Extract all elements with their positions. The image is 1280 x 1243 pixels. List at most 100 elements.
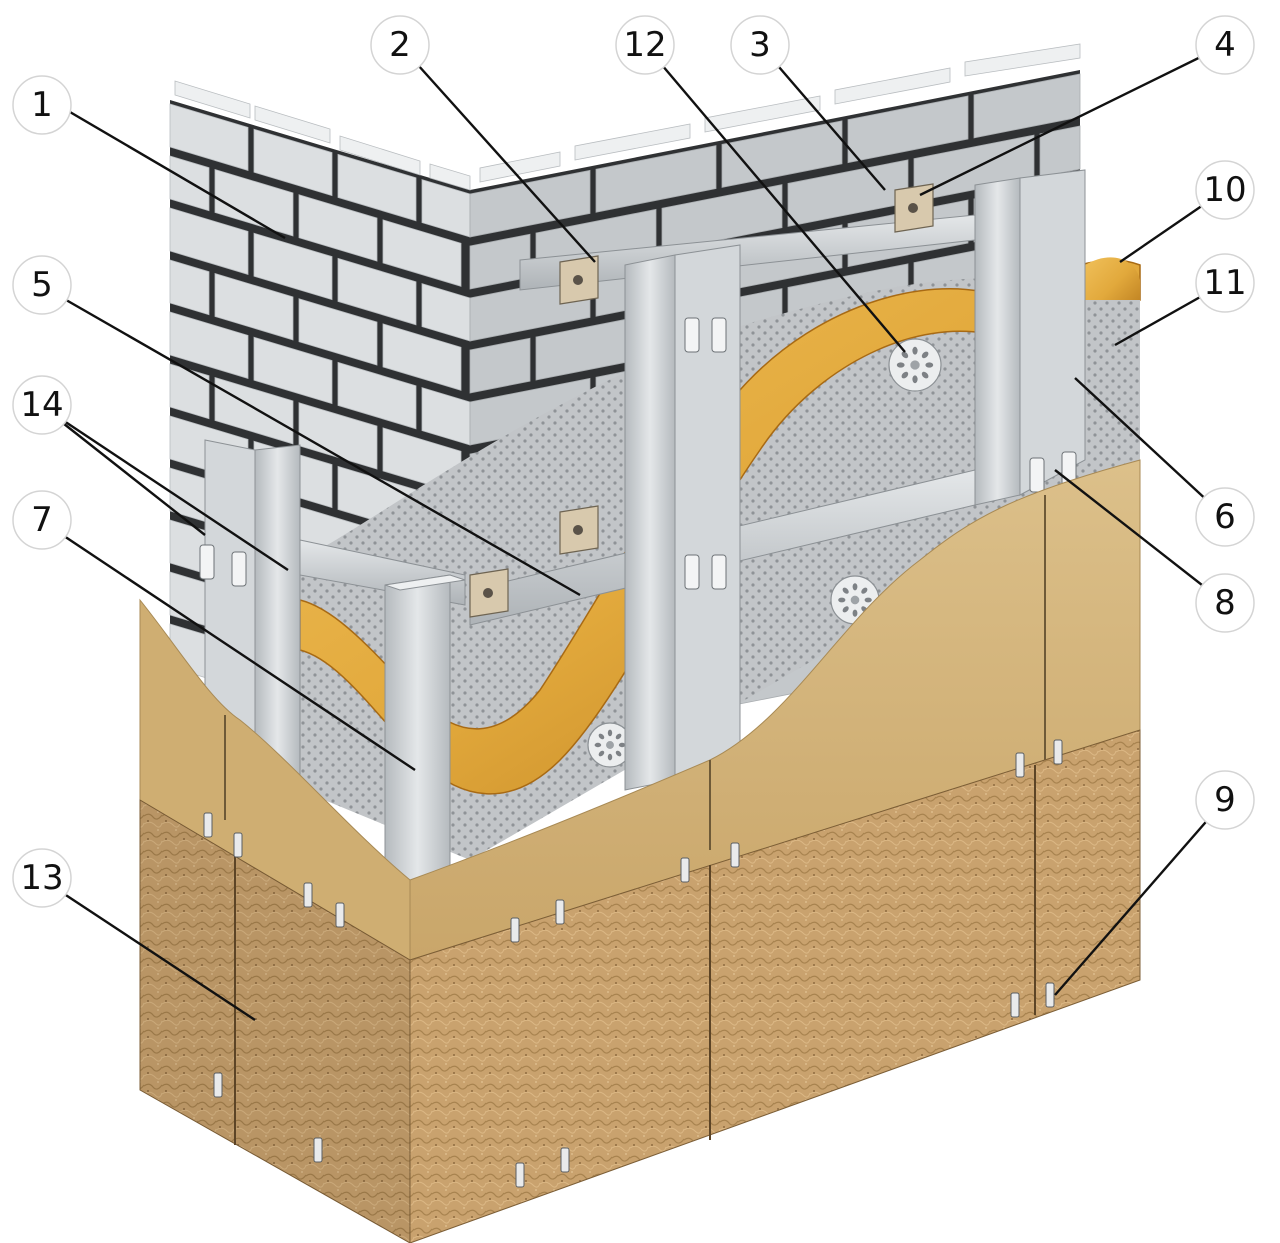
brick: [253, 232, 333, 301]
brick: [169, 207, 249, 275]
panel-clamp: [1015, 752, 1025, 778]
panel-clamp: [515, 1162, 525, 1188]
brick: [382, 219, 462, 287]
bracket-bolt: [908, 203, 918, 213]
brick-top: [704, 95, 821, 133]
callout-label: 6: [1214, 497, 1236, 537]
brick: [298, 402, 378, 470]
dowel-hole: [925, 362, 934, 368]
callout-label: 8: [1214, 583, 1236, 623]
leader-14a: [39, 404, 206, 536]
brick-top: [479, 151, 561, 183]
brick: [337, 153, 417, 222]
brick-top: [254, 105, 331, 144]
brick-top: [339, 135, 421, 176]
brick: [214, 376, 294, 445]
brick: [382, 323, 462, 391]
dowel-hole: [615, 750, 622, 757]
dowel-hole: [838, 597, 846, 603]
brick-top: [964, 43, 1081, 77]
callout-label: 5: [31, 265, 53, 305]
dowel-hole: [912, 375, 918, 384]
leader-lines: [39, 43, 1226, 1022]
dowel-hole: [618, 742, 626, 748]
dowels: [587, 338, 942, 768]
dowel-hole: [615, 733, 622, 740]
brick: [298, 298, 378, 366]
leader-8: [1054, 469, 1226, 604]
brick: [169, 259, 210, 316]
clip: [231, 551, 247, 587]
brick: [214, 272, 294, 341]
panel-clamp: [555, 899, 565, 925]
brick: [337, 361, 417, 430]
brick: [169, 311, 249, 379]
vertical-profile-right-flange: [1019, 169, 1086, 496]
clip: [711, 554, 727, 590]
dowel-hole: [861, 587, 868, 594]
panel-clamp: [680, 857, 690, 883]
panel-clamp: [213, 1072, 223, 1098]
panel-clamp: [313, 1137, 323, 1163]
brick: [337, 257, 417, 326]
dowel-hole: [598, 733, 605, 740]
callout-label: 12: [623, 25, 666, 65]
dowel-hole: [896, 362, 905, 368]
callout-label: 7: [31, 500, 53, 540]
clip: [1029, 457, 1045, 493]
clip: [684, 554, 700, 590]
brick: [469, 337, 531, 394]
callout-label: 13: [20, 858, 63, 898]
panel-clamp: [303, 882, 313, 908]
upper-facade-panels: [139, 459, 1141, 961]
dowel-center: [910, 360, 920, 370]
bracket-bolt: [573, 275, 583, 285]
brick-top: [574, 123, 691, 161]
leader-1: [57, 103, 286, 240]
dowel-hole: [921, 351, 929, 359]
dowel-hole: [901, 351, 909, 359]
top-course-bricks: [174, 43, 1081, 191]
callout-10: 10: [1195, 160, 1255, 220]
brick: [595, 145, 717, 213]
brick-top: [174, 80, 251, 119]
panel-clamp: [1053, 739, 1063, 765]
vertical-profile-front: [384, 574, 451, 881]
lower-panel-left-shade: [140, 800, 410, 1243]
vertical-profile-front-top: [384, 574, 466, 591]
leader-4: [919, 43, 1226, 197]
dowel-hole: [901, 371, 909, 379]
panel-clips: [199, 317, 1077, 590]
dowel-hole: [842, 606, 849, 613]
callout-12: 12: [615, 15, 675, 75]
callout-13: 13: [12, 848, 72, 908]
brick: [169, 103, 249, 171]
panel-clamp: [510, 917, 520, 943]
callout-4: 4: [1195, 15, 1255, 75]
dowel-hole: [864, 597, 872, 603]
callout-label: 11: [1203, 263, 1246, 303]
brick: [469, 169, 591, 238]
callout-3: 3: [730, 15, 790, 75]
leader-5: [39, 283, 581, 597]
brick-top: [429, 163, 471, 191]
dowel-hole: [912, 346, 918, 355]
panel-clamp: [730, 842, 740, 868]
callout-1: 1: [12, 75, 72, 135]
dowel-center: [850, 595, 860, 605]
bracket-bolt: [483, 588, 493, 598]
leader-2: [399, 44, 596, 263]
callout-11: 11: [1195, 253, 1255, 313]
callout-14: 14: [12, 375, 72, 435]
upper-panel-right: [409, 459, 1141, 961]
leader-12: [644, 44, 906, 353]
brick: [253, 336, 333, 405]
vertical-profiles: [204, 169, 1086, 881]
panel-clamp: [560, 1147, 570, 1173]
bracket-bolt: [573, 525, 583, 535]
callout-label: 4: [1214, 25, 1236, 65]
callout-label: 9: [1214, 780, 1236, 820]
panel-clamp: [1010, 992, 1020, 1018]
brick: [1039, 125, 1081, 178]
